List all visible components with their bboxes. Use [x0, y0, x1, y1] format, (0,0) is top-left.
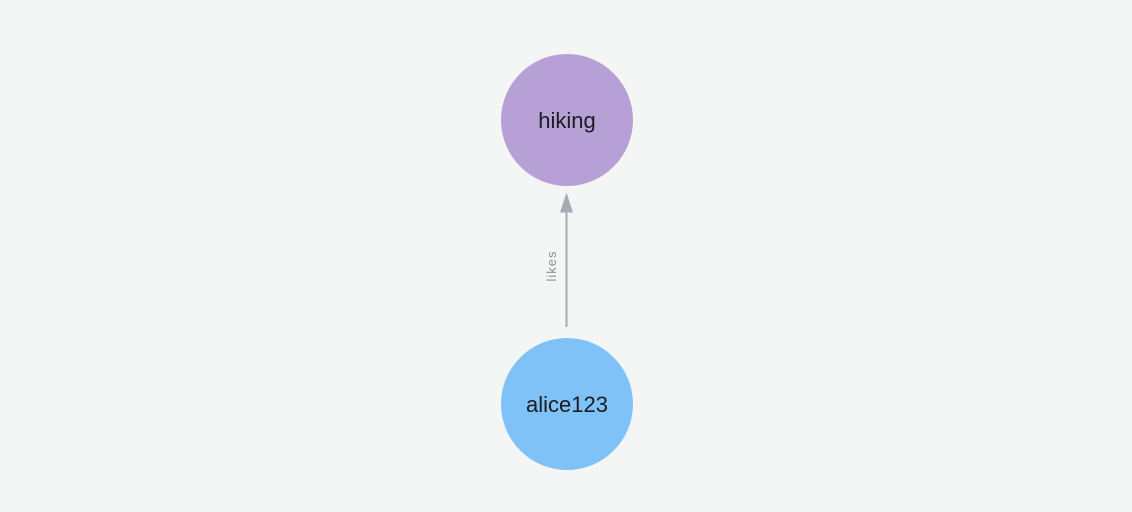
edge-likes[interactable]: likes	[544, 192, 573, 328]
node-hiking[interactable]: hiking	[501, 54, 633, 186]
node-alice123[interactable]: alice123	[501, 338, 633, 470]
node-hiking-circle[interactable]	[501, 54, 633, 186]
node-hiking-label: hiking	[538, 108, 595, 133]
edge-arrowhead-icon	[560, 192, 573, 213]
edge-label[interactable]: likes	[544, 250, 559, 281]
node-alice123-circle[interactable]	[501, 338, 633, 470]
node-alice123-label: alice123	[526, 392, 608, 417]
